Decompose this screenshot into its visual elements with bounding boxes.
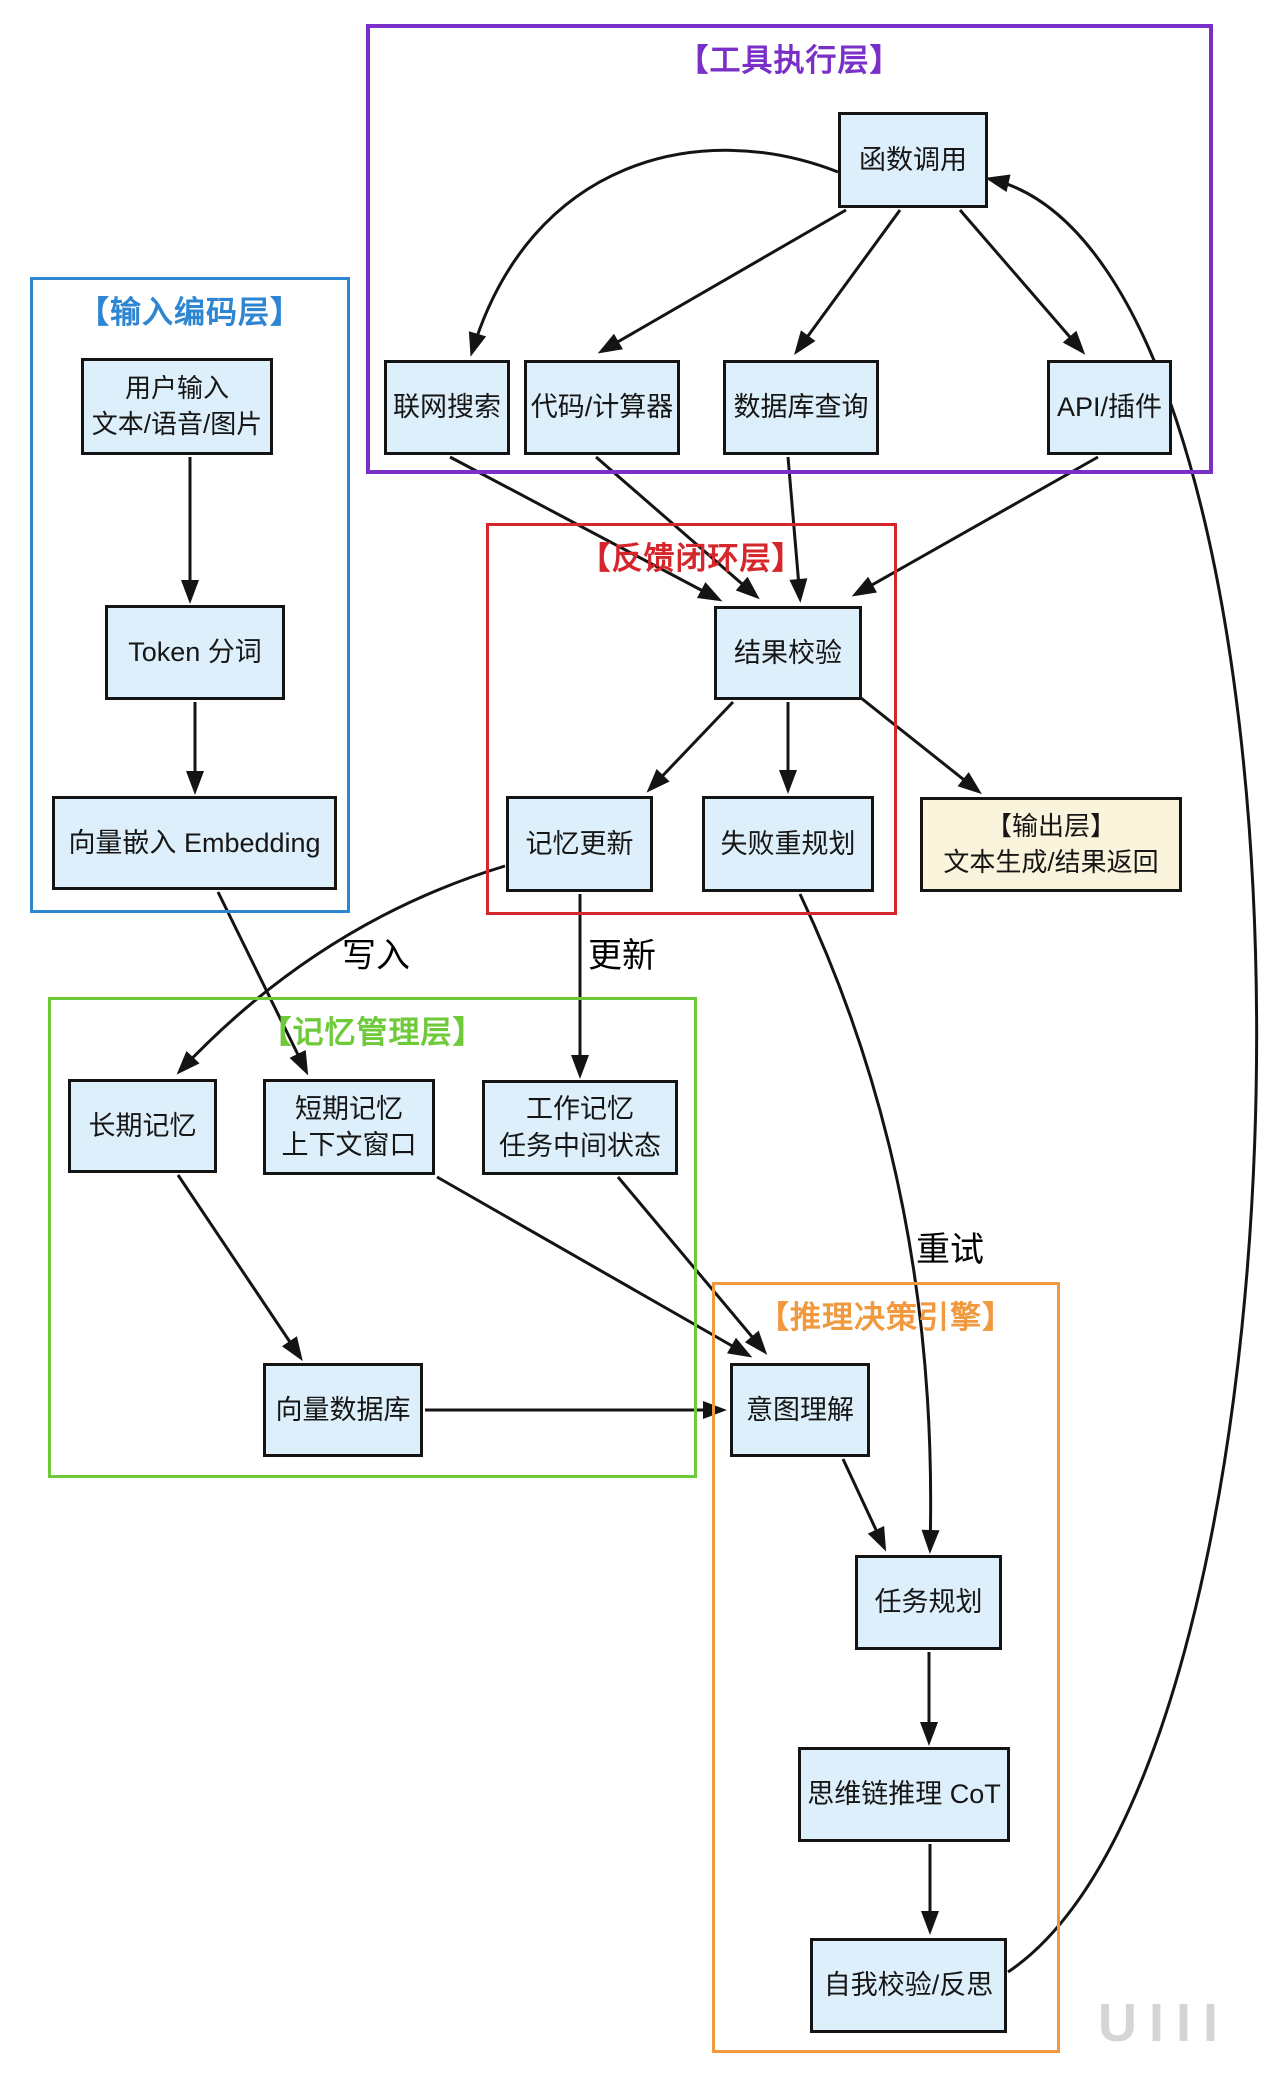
edge-long-term-memory-to-vector-database [176, 1174, 303, 1362]
watermark: UIII [1098, 1993, 1231, 2053]
layer-memory-management: 【记忆管理层】 [48, 997, 697, 1478]
layer-feedback-loop: 【反馈闭环层】 [486, 523, 897, 915]
node-database-query: 数据库查询 [723, 360, 879, 455]
layer-input-encoding-title: 【输入编码层】 [78, 295, 302, 330]
layer-input-encoding: 【输入编码层】 [30, 277, 350, 913]
node-api-plugin: API/插件 [1047, 360, 1172, 455]
edge-database-query-to-result-check [786, 456, 808, 603]
node-output-layer: 【输出层】 文本生成/结果返回 [920, 797, 1182, 892]
node-vector-database: 向量数据库 [263, 1363, 423, 1457]
node-failure-replan: 失败重规划 [702, 796, 874, 892]
node-long-term-memory: 长期记忆 [68, 1079, 217, 1173]
edge-web-search-to-result-check [449, 455, 723, 602]
node-embedding: 向量嵌入 Embedding [52, 796, 337, 890]
edge-result-check-to-memory-update [646, 700, 735, 793]
edge-label-write: 写入 [342, 937, 410, 975]
node-tokenization: Token 分词 [105, 605, 285, 700]
node-memory-update: 记忆更新 [506, 796, 653, 892]
node-user-input: 用户输入 文本/语音/图片 [81, 358, 273, 455]
layer-feedback-loop-title: 【反馈闭环层】 [579, 541, 804, 576]
edge-intent-understanding-to-task-planning [841, 1458, 887, 1552]
node-task-planning: 任务规划 [855, 1555, 1002, 1650]
layer-memory-management-title: 【记忆管理层】 [260, 1015, 485, 1050]
node-function-call: 函数调用 [838, 112, 988, 208]
node-working-memory: 工作记忆 任务中间状态 [482, 1080, 678, 1175]
node-result-check: 结果校验 [714, 606, 862, 700]
node-cot-reasoning: 思维链推理 CoT [798, 1747, 1010, 1842]
node-web-search: 联网搜索 [384, 360, 510, 455]
edge-result-check-to-output-layer [855, 692, 982, 795]
layer-reasoning-engine: 【推理决策引擎】 [712, 1282, 1060, 2053]
edge-function-call-to-api-plugin [958, 209, 1086, 355]
edge-embedding-to-short-term-memory [216, 891, 309, 1076]
edge-working-memory-to-intent-understanding [616, 1176, 768, 1355]
layer-tool-execution: 【工具执行层】 [366, 24, 1213, 474]
layer-tool-execution-title: 【工具执行层】 [677, 43, 902, 78]
edge-label-update: 更新 [588, 937, 656, 975]
edge-function-call-to-code-calculator [597, 208, 847, 354]
edge-self-reflection-to-function-call [985, 174, 1259, 1974]
edge-function-call-to-database-query [794, 209, 902, 356]
edge-label-retry: 重试 [916, 1231, 984, 1269]
edge-function-call-to-web-search [468, 148, 839, 357]
edge-memory-update-to-long-term-memory [176, 864, 506, 1075]
edge-failure-replan-to-task-planning [798, 893, 940, 1554]
node-intent-understanding: 意图理解 [730, 1363, 870, 1457]
node-short-term-memory: 短期记忆 上下文窗口 [263, 1079, 435, 1175]
node-self-reflection: 自我校验/反思 [810, 1938, 1007, 2033]
layer-reasoning-engine-title: 【推理决策引擎】 [758, 1300, 1014, 1335]
edge-code-calculator-to-result-check [595, 455, 760, 600]
node-code-calculator: 代码/计算器 [524, 360, 680, 455]
